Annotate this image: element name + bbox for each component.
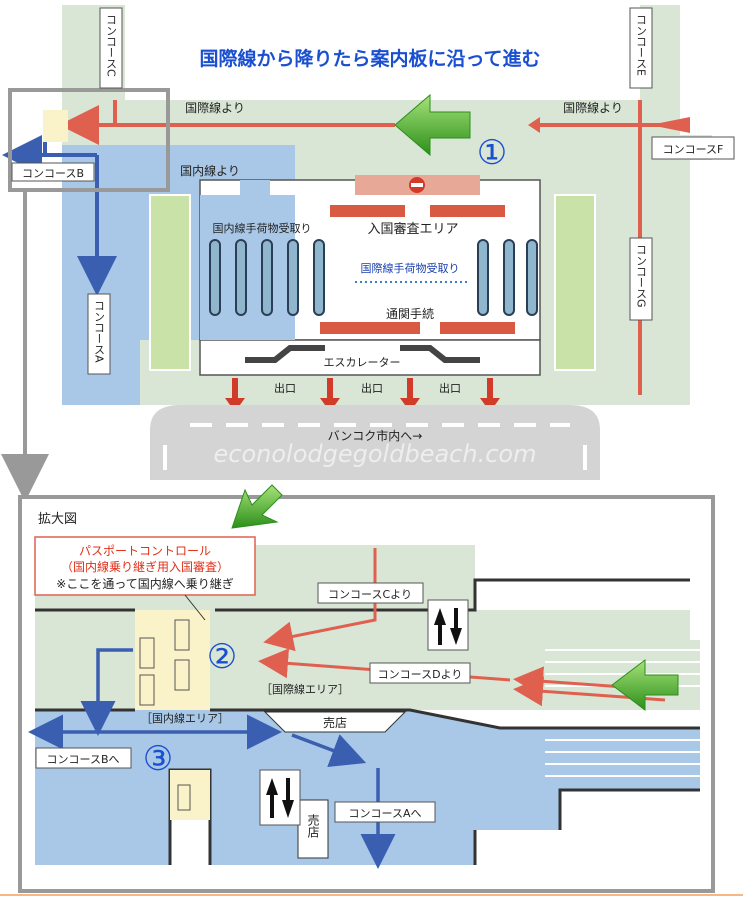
label-shop: 売店 bbox=[323, 715, 347, 730]
label-concourse-c: コンコースC bbox=[105, 14, 118, 77]
label-from-intl-right: 国際線より bbox=[563, 100, 623, 115]
label-concourse-a-box: コンコースA bbox=[87, 293, 111, 375]
label-concourse-e-box: コンコースE bbox=[629, 7, 653, 89]
label-from-intl-left: 国際線より bbox=[185, 100, 245, 115]
enlarged-map bbox=[18, 484, 715, 893]
label-concourse-g-box: コンコースG bbox=[629, 237, 653, 321]
label-domestic-baggage: 国内線手荷物受取り bbox=[213, 221, 312, 235]
baggage-carousels bbox=[209, 239, 538, 316]
enlarged-title: 拡大図 bbox=[38, 512, 77, 527]
label-shop-vertical: 売店 bbox=[306, 813, 320, 838]
label-exit-1: 出口 bbox=[274, 381, 296, 395]
label-international-baggage: 国際線手荷物受取り bbox=[361, 261, 460, 275]
label-escalator: エスカレーター bbox=[324, 356, 401, 369]
label-to-bangkok: バンコク市内へ→ bbox=[328, 428, 423, 443]
domestic-area-zoom bbox=[35, 710, 700, 865]
label-exit-2: 出口 bbox=[361, 381, 383, 395]
label-domestic-area: ［国内線エリア］ bbox=[141, 711, 229, 725]
label-concourse-e: コンコースE bbox=[635, 14, 648, 76]
passport-control-area bbox=[135, 610, 210, 710]
passport-control-title: パスポートコントロール bbox=[79, 544, 211, 558]
label-to-concourse-a: コンコースAへ bbox=[349, 807, 422, 820]
label-immigration-area: 入国審査エリア bbox=[367, 222, 458, 237]
label-concourse-f-box: コンコースF bbox=[651, 136, 735, 160]
label-from-concourse-d: コンコースDより bbox=[378, 668, 463, 681]
label-from-domestic: 国内線より bbox=[180, 163, 240, 178]
step-3-marker: ③ bbox=[143, 739, 173, 779]
label-concourse-g: コンコースG bbox=[635, 244, 648, 308]
step-1-marker: ① bbox=[477, 133, 507, 173]
elevator-icon-2 bbox=[259, 769, 301, 826]
label-customs: 通関手続 bbox=[386, 307, 434, 321]
elevator-icon bbox=[427, 599, 469, 651]
shop-kiosk bbox=[297, 799, 329, 859]
label-concourse-f: コンコースF bbox=[663, 143, 724, 156]
label-to-concourse-b: コンコースBへ bbox=[47, 753, 120, 766]
label-international-area: ［国際線エリア］ bbox=[261, 682, 349, 696]
label-from-concourse-c: コンコースCより bbox=[328, 588, 412, 601]
passport-control-callout bbox=[34, 536, 256, 596]
label-concourse-b: コンコースB bbox=[22, 167, 84, 180]
zoom-highlight-box bbox=[8, 88, 170, 192]
label-exit-3: 出口 bbox=[439, 381, 461, 395]
watermark-text: econolodgegoldbeach.com bbox=[214, 440, 537, 468]
label-concourse-c-box: コンコースC bbox=[99, 7, 123, 89]
label-concourse-b-box: コンコースB bbox=[11, 162, 95, 182]
green-arrow-icon-zoom bbox=[611, 658, 679, 712]
green-arrow-down-icon bbox=[231, 484, 283, 529]
step-2-marker: ② bbox=[207, 637, 237, 677]
passport-control-note: ※ここを通って国内線へ乗り継ぎ bbox=[56, 576, 233, 591]
label-concourse-a: コンコースA bbox=[93, 300, 106, 363]
passport-control-subtitle: （国内線乗り継ぎ用入国審査） bbox=[61, 559, 229, 574]
map-title: 国際線から降りたら案内板に沿って進む bbox=[199, 47, 540, 70]
exit-arrows bbox=[232, 378, 493, 400]
green-arrow-icon bbox=[394, 93, 471, 157]
